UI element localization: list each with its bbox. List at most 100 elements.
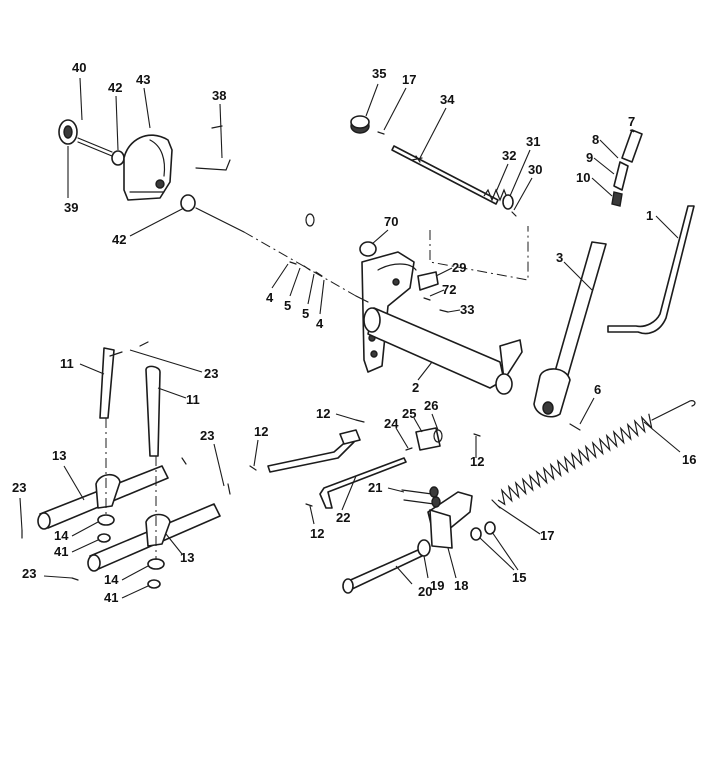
part-2-shaft [367,307,505,389]
leader-line-26 [431,413,439,431]
leader-line-23 [129,349,203,373]
part-30-clip [511,211,517,217]
callout-5: 5 [284,298,291,313]
part-33-screw [439,309,449,313]
part-23-clips-mid [181,457,231,495]
callout-5: 5 [302,306,309,321]
part-70-washer [359,241,377,257]
leader-line-41 [121,585,149,599]
part-16-spring [497,413,653,506]
callout-15: 15 [512,570,526,585]
callout-7: 7 [628,114,635,129]
leader-line-41 [71,539,99,553]
leader-line-42 [115,95,119,151]
callout-16: 16 [682,452,696,467]
callout-22: 22 [336,510,350,525]
callout-26: 26 [424,398,438,413]
part-16-spring-assembly [342,400,696,594]
callout-23: 23 [200,428,214,443]
callout-42: 42 [108,80,122,95]
leader-line-31 [509,149,531,197]
callout-70: 70 [384,214,398,229]
leader-line-11 [157,387,187,399]
part-41-nut-a [97,533,111,543]
leader-line-12 [309,505,315,525]
part-8-sleeve [613,161,629,191]
part-7-grip [621,129,643,163]
callout-9: 9 [586,150,593,165]
part-4-5-washers [289,261,323,277]
callout-12: 12 [310,526,324,541]
callout-3: 3 [556,250,563,265]
part-bracket-plate [361,251,415,373]
axis-line-right [429,226,529,281]
part-11-link-a [99,347,115,419]
part-25-clamp [415,427,441,451]
callout-40: 40 [72,60,86,75]
part-10-nut [611,191,623,207]
leader-line-20 [395,565,413,585]
leader-line-29 [435,267,453,277]
callout-25: 25 [402,406,416,421]
callout-14: 14 [54,528,69,543]
callout-35: 35 [372,66,386,81]
callout-4: 4 [316,316,324,331]
callout-41: 41 [54,544,68,559]
callout-12: 12 [316,406,330,421]
part-3-lever-assembly [533,241,607,431]
callout-12: 12 [470,454,484,469]
leader-line-42 [129,207,185,237]
callout-1: 1 [646,208,653,223]
part-41-nut-b [147,579,161,589]
leader-line-4 [271,263,289,289]
callout-13: 13 [180,550,194,565]
part-14-washer-b [147,558,165,570]
leader-line-3 [563,261,593,291]
callout-13: 13 [52,448,66,463]
leader-line-12 [253,439,259,467]
leader-line-23 [213,443,225,487]
leader-line-33 [447,309,461,313]
leader-lines [19,77,681,599]
leader-line-30 [513,177,533,211]
callout-17: 17 [540,528,554,543]
part-14-washer-a [97,514,115,526]
callout-11: 11 [186,392,200,407]
callout-41: 41 [104,590,118,605]
part-6-bolt [569,423,581,431]
leader-line-25 [413,417,423,433]
leader-line-13 [63,465,85,501]
leader-line-5 [307,273,315,305]
part-12-rod-upper [267,437,355,473]
leader-line-24 [395,427,409,449]
callout-11: 11 [60,356,74,371]
callout-4: 4 [266,290,274,305]
leader-line-16 [643,421,681,453]
leader-line-38 [219,103,223,159]
leader-line-2 [417,361,433,381]
callout-20: 20 [418,584,432,599]
leader-line-43 [143,87,151,129]
callout-34: 34 [440,92,455,107]
leader-line-10 [591,177,613,197]
leader-line-34 [419,107,447,159]
leader-line-32 [495,163,509,193]
callout-24: 24 [384,416,399,431]
leader-line-72 [429,289,445,297]
leader-line-19 [423,555,429,579]
leader-line-15-b [491,531,519,571]
leader-line-8 [599,139,619,159]
part-1-handle [607,205,695,335]
callout-10: 10 [576,170,590,185]
leader-line-70 [371,229,389,245]
part-knob-7-10 [611,129,643,207]
part-22-rod [319,457,407,509]
leader-line-14 [121,565,149,581]
leader-line-15 [479,537,515,571]
part-21-bolts [401,489,435,505]
callout-33: 33 [460,302,474,317]
callout-23: 23 [12,480,26,495]
callout-31: 31 [526,134,540,149]
part-20-bolt [345,549,423,591]
